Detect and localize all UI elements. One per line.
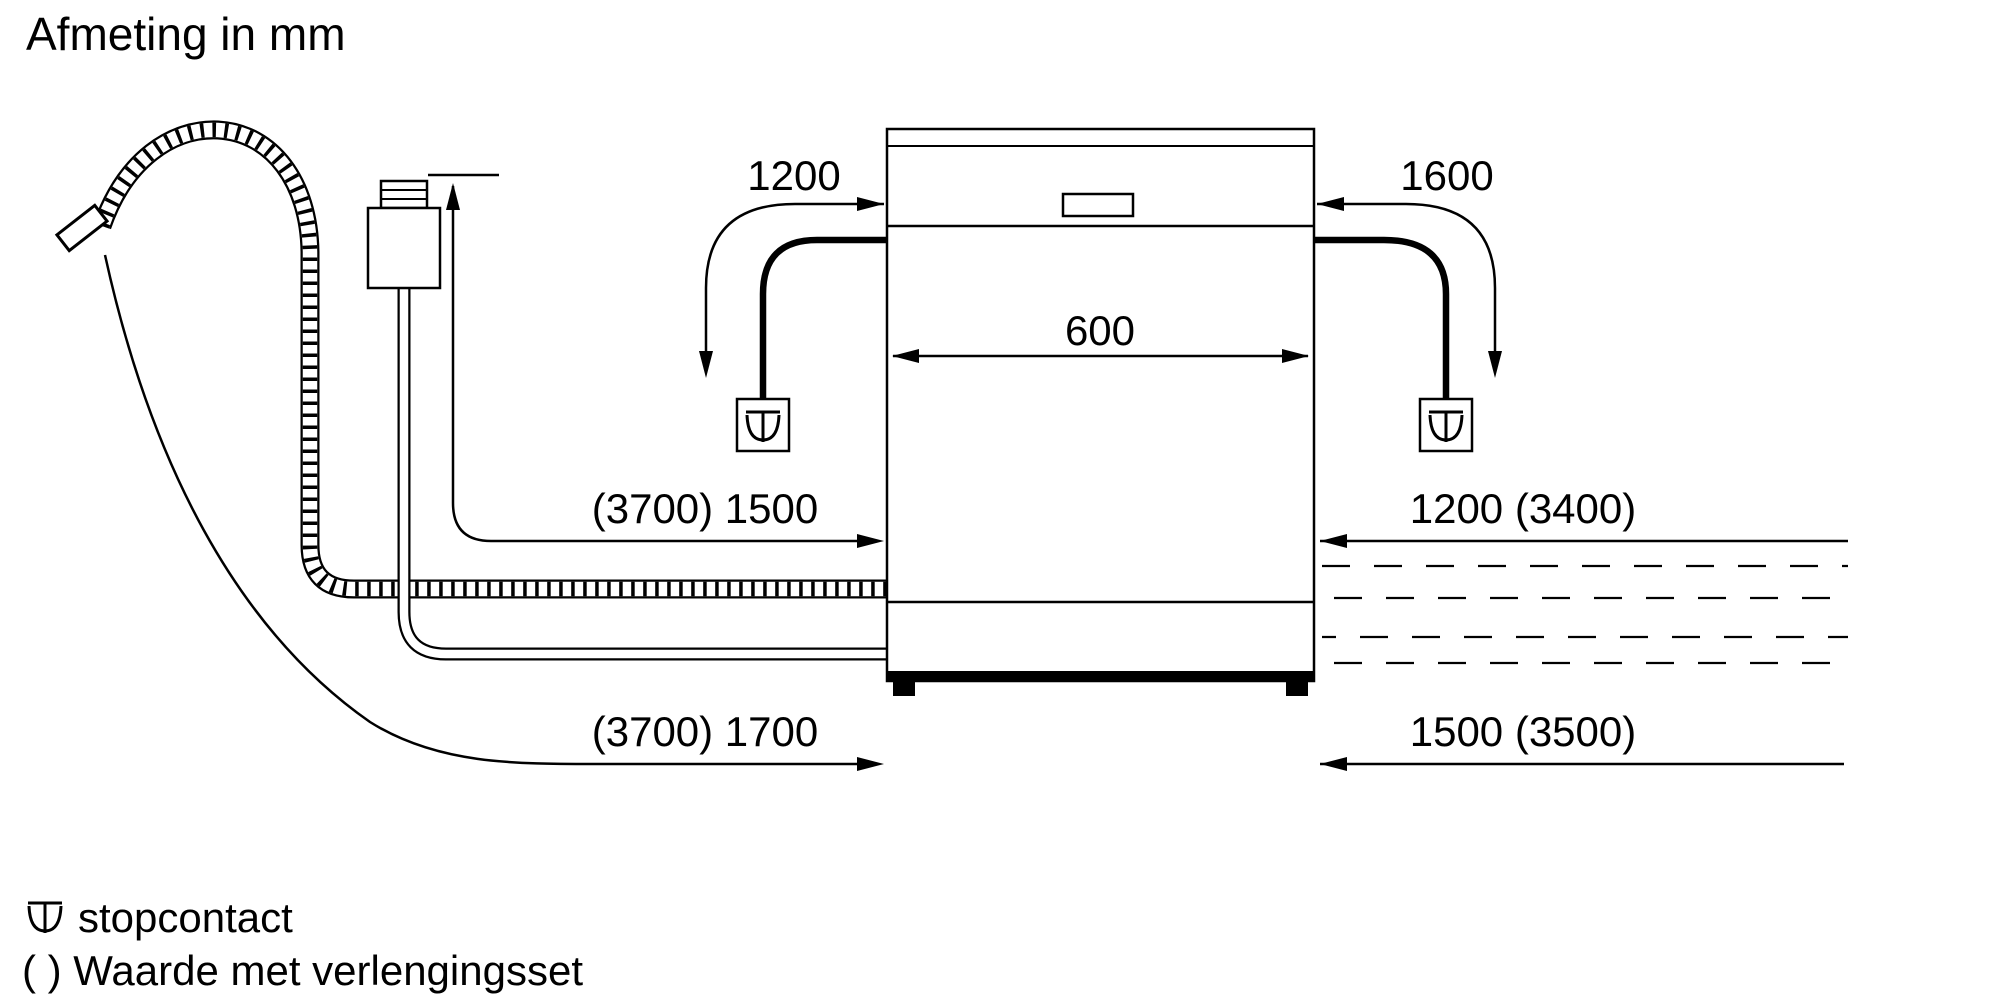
cord-left-dimension: 1200 (699, 152, 884, 378)
hose-mid-left-dimension-label: (3700) 1500 (592, 485, 819, 532)
corrugated-drain-hose (54, 120, 890, 599)
dishwasher-handle (1061, 192, 1135, 218)
hose-mid-right-dimension-label: 1200 (3400) (1410, 485, 1637, 532)
cord-left-dimension-label: 1200 (747, 152, 840, 199)
power-socket-right (1418, 397, 1474, 453)
power-cord-right (1313, 236, 1450, 399)
cord-right-dimension: 1600 (1317, 152, 1502, 378)
hose-mid-left-dimension: (3700) 1500 (428, 173, 884, 548)
cord-right-dimension-label: 1600 (1400, 152, 1493, 199)
legend-extension-note: ( ) Waarde met verlengingsset (22, 947, 583, 994)
supply-hose (366, 179, 890, 661)
power-cord-left (759, 236, 888, 399)
hose-mid-right-dimension: 1200 (3400) (1320, 485, 1848, 548)
power-socket-left (735, 397, 791, 453)
legend-socket-label: stopcontact (78, 894, 293, 941)
dishwasher-foot-right (1286, 681, 1308, 696)
power-socket-icon (26, 901, 64, 935)
hose-continuation-dashed-lines (1322, 564, 1848, 665)
hose-bottom-right-dimension: 1500 (3500) (1320, 708, 1844, 771)
aquastop-valve (366, 179, 442, 290)
dishwasher-foot-left (893, 681, 915, 696)
width-dimension-label: 600 (1065, 307, 1135, 354)
dishwasher-base-bar (887, 671, 1314, 681)
page-title: Afmeting in mm (26, 8, 346, 60)
hose-bottom-left-dimension: (3700) 1700 (103, 254, 884, 771)
width-dimension: 600 (892, 307, 1309, 363)
hose-bottom-left-dimension-label: (3700) 1700 (592, 708, 819, 755)
legend: stopcontact ( ) Waarde met verlengingsse… (22, 894, 583, 994)
dishwasher (885, 127, 1316, 696)
hose-bottom-right-dimension-label: 1500 (3500) (1410, 708, 1637, 755)
hose-end-cap-icon (54, 203, 110, 253)
